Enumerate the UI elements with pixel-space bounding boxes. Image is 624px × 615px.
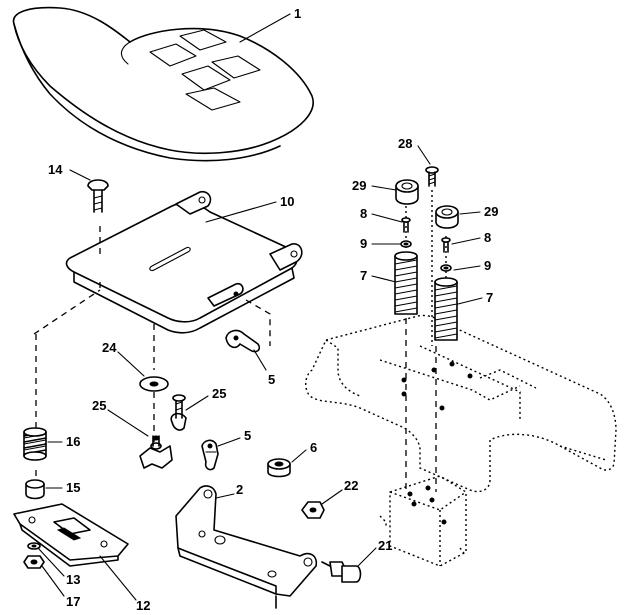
knob-bolt-part (170, 394, 187, 431)
pivot-bracket-part (175, 485, 318, 609)
washer-24-part (139, 376, 169, 392)
callout-12: 12 (136, 598, 150, 613)
callout-25-left: 25 (92, 398, 106, 413)
shoulder-bolt-part (321, 561, 362, 583)
bushing-6-part (267, 458, 291, 478)
frame-part (305, 314, 617, 567)
callout-28: 28 (398, 136, 412, 151)
spring-16-part (23, 427, 47, 461)
callout-1: 1 (294, 6, 301, 21)
washer-9-right-part (440, 264, 452, 272)
locknut-22-part (301, 501, 325, 519)
screw-28-part (425, 166, 439, 187)
callout-16: 16 (66, 434, 80, 449)
callout-24: 24 (102, 340, 117, 355)
callout-15: 15 (66, 480, 80, 495)
callout-5-upper: 5 (268, 372, 275, 387)
leader-lines (37, 13, 483, 601)
spring-7-right-part (434, 277, 458, 341)
nut-washer-part (23, 542, 45, 569)
callout-14: 14 (48, 162, 63, 177)
spring-7-left-part (394, 251, 418, 315)
plate-bracket-part (13, 503, 129, 567)
callout-6: 6 (310, 440, 317, 455)
callout-10: 10 (280, 194, 294, 209)
callout-13: 13 (66, 572, 80, 587)
star-knob-part (139, 435, 173, 469)
callout-7-left: 7 (360, 268, 367, 283)
bushing-15-part (25, 479, 45, 500)
seat-pan-part (65, 190, 303, 334)
seat-part (12, 6, 314, 162)
callout-5-lower: 5 (244, 428, 251, 443)
callout-7-right: 7 (486, 290, 493, 305)
callout-21: 21 (378, 538, 392, 553)
callout-2: 2 (236, 482, 243, 497)
callout-8-right: 8 (484, 230, 491, 245)
carriage-bolt-part (87, 179, 109, 213)
callout-8-left: 8 (360, 206, 367, 221)
callout-22: 22 (344, 478, 358, 493)
screw-8-right-part (441, 237, 451, 253)
callout-29-left: 29 (352, 178, 366, 193)
bumper-right-part (435, 205, 459, 229)
callout-9-right: 9 (484, 258, 491, 273)
washer-9-left-part (400, 240, 412, 248)
callout-17: 17 (66, 594, 80, 609)
bumper-left-part (395, 179, 419, 205)
screw-8-left-part (401, 217, 411, 233)
callout-29-right: 29 (484, 204, 498, 219)
clip-upper-part (225, 329, 261, 353)
callout-9-left: 9 (360, 236, 367, 251)
clip-lower-part (201, 439, 219, 471)
callout-25-right: 25 (212, 386, 226, 401)
